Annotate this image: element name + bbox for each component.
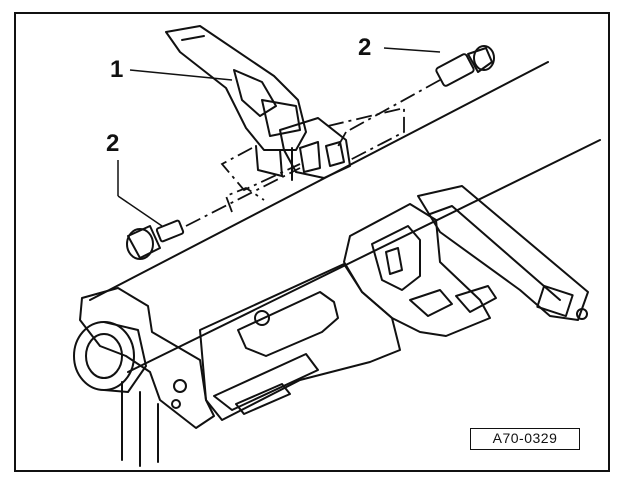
- leader-lines: [117, 47, 441, 227]
- tube-clamp: [73, 321, 147, 393]
- support-strut: [417, 185, 589, 321]
- tube-mount-plate: [279, 117, 351, 179]
- callout-2-upper: 2: [358, 34, 372, 61]
- lower-cradle: [199, 263, 401, 421]
- alignment-axes: [185, 79, 441, 227]
- callout-2-lower: 2: [106, 130, 120, 157]
- cross-tube: [89, 61, 601, 373]
- part-2-bolt-upper: [435, 45, 495, 87]
- part-2-bolt-lower: [126, 219, 185, 260]
- part-1-bracket: [165, 25, 307, 181]
- reference-code: A70-0329: [470, 428, 580, 450]
- figure-frame: [14, 12, 610, 472]
- callout-1: 1: [110, 56, 124, 83]
- left-end-mount: [79, 287, 215, 467]
